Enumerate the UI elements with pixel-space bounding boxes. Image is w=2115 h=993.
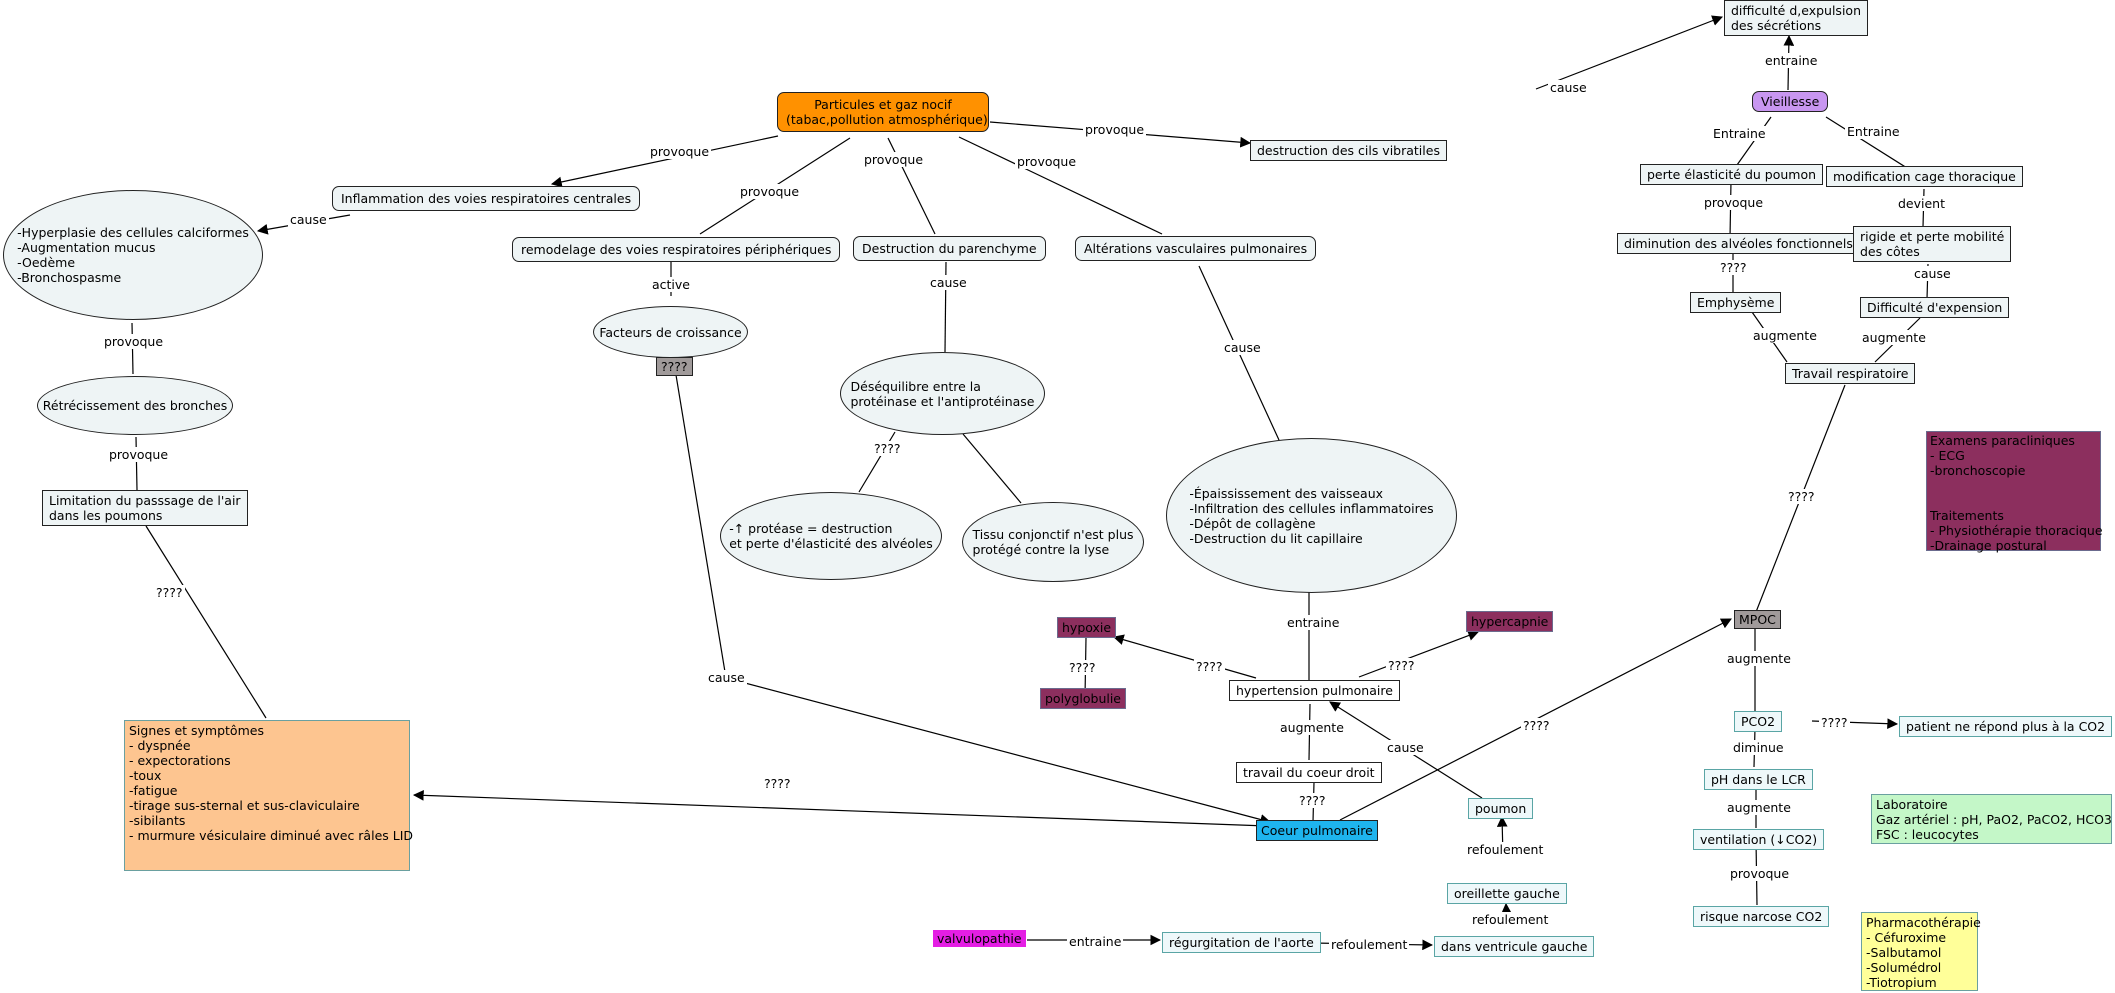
link-label: provoque — [738, 184, 802, 199]
mpoc-node: MPOC — [1734, 610, 1781, 629]
perte-elasticite-node: perte élasticité du poumon — [1640, 164, 1824, 185]
link-label: ???? — [1786, 489, 1817, 504]
link-label: ???? — [1297, 793, 1328, 808]
destruction-cils-node: destruction des cils vibratiles — [1250, 140, 1447, 161]
travail-respiratoire-node: Travail respiratoire — [1785, 363, 1916, 384]
link-label: cause — [928, 275, 969, 290]
link-label: diminue — [1731, 740, 1786, 755]
signes-node: Signes et symptômes - dyspnée - expector… — [124, 720, 413, 871]
link-label: active — [650, 277, 692, 292]
patient-node: patient ne répond plus à la CO2 — [1899, 716, 2113, 737]
oreillette-node: oreillette gauche — [1447, 883, 1567, 904]
emphyseme-node: Emphysème — [1690, 292, 1782, 313]
inflammation-node: Inflammation des voies respiratoires cen… — [332, 186, 641, 211]
ventilation-node: ventilation (↓CO2) — [1693, 829, 1825, 850]
link-label: ???? — [1386, 658, 1417, 673]
link-label: entraine — [1067, 934, 1124, 949]
link-label: cause — [1548, 80, 1589, 95]
link-label: cause — [1912, 266, 1953, 281]
destruction-parenchyme-node: Destruction du parenchyme — [853, 236, 1046, 261]
ventricule-node: dans ventricule gauche — [1434, 936, 1595, 957]
link-label: ???? — [762, 776, 793, 791]
regurgitation-node: régurgitation de l'aorte — [1162, 932, 1321, 953]
link-label: provoque — [102, 334, 166, 349]
diminution-alveoles-node: diminution des alvéoles fonctionnels — [1617, 233, 1860, 254]
link-label: entraine — [1763, 53, 1820, 68]
link-label: ???? — [1819, 715, 1850, 730]
travail-coeur-node: travail du coeur droit — [1236, 762, 1382, 783]
link-label: augmente — [1860, 330, 1928, 345]
link-label: cause — [1222, 340, 1263, 355]
link-label: entraine — [1285, 615, 1342, 630]
alterations-node: Altérations vasculaires pulmonaires — [1075, 236, 1317, 261]
desequilibre-node: Déséquilibre entre la protéinase et l'an… — [840, 352, 1045, 435]
link-label: cause — [288, 212, 329, 227]
link-label: augmente — [1751, 328, 1819, 343]
link-label: augmente — [1725, 800, 1793, 815]
link-label: ???? — [1521, 718, 1552, 733]
retrecissement-node: Rétrécissement des bronches — [37, 376, 233, 435]
link-label: Entraine — [1845, 124, 1902, 139]
tissu-node: Tissu conjonctif n'est plus protégé cont… — [962, 502, 1144, 582]
protease-node: -↑ protéase = destruction et perte d'éla… — [720, 492, 942, 580]
examens-node: Examens paracliniques - ECG -bronchoscop… — [1926, 431, 2103, 553]
remodelage-node: remodelage des voies respiratoires périp… — [512, 237, 841, 262]
link-label: provoque — [1702, 195, 1766, 210]
link-label: provoque — [1083, 122, 1147, 137]
hypercapnie-node: hypercapnie — [1466, 611, 1554, 632]
link-label: refoulement — [1329, 937, 1410, 952]
pharmacotherapie-node: Pharmacothérapie - Céfuroxime -Salbutamo… — [1861, 912, 1981, 991]
facteurs-node: Facteurs de croissance — [593, 306, 748, 358]
link-label: augmente — [1725, 651, 1793, 666]
pco2-node: PCO2 — [1734, 711, 1783, 732]
link-label: ???? — [1194, 659, 1225, 674]
valvulopathie-node: valvulopathie — [933, 930, 1026, 947]
link-label: ???? — [154, 585, 185, 600]
particules-node: Particules et gaz nocif (tabac,pollution… — [777, 92, 989, 132]
link-label: provoque — [1728, 866, 1792, 881]
risque-node: risque narcose CO2 — [1693, 906, 1830, 927]
link-label: refoulement — [1465, 842, 1546, 857]
link-label: provoque — [107, 447, 171, 462]
rigide-node: rigide et perte mobilité des côtes — [1853, 226, 2012, 262]
difficulte-expension-node: Difficulté d'expension — [1860, 297, 2010, 318]
ph-node: pH dans le LCR — [1704, 769, 1813, 790]
link-label: ???? — [1718, 260, 1749, 275]
link-label: augmente — [1278, 720, 1346, 735]
vieillesse-node: Vieillesse — [1752, 91, 1829, 112]
link-label: ???? — [1067, 660, 1098, 675]
modification-cage-node: modification cage thoracique — [1826, 166, 2023, 187]
link-label: provoque — [862, 152, 926, 167]
coeur-pulmonaire-node: Coeur pulmonaire — [1256, 820, 1378, 841]
hypoxie-node: hypoxie — [1057, 617, 1117, 638]
epaississement-node: -Épaississement des vaisseaux -Infiltrat… — [1166, 438, 1457, 593]
polyglobulie-node: polyglobulie — [1040, 688, 1127, 709]
limitation-node: Limitation du passsage de l'air dans les… — [42, 490, 248, 526]
difficulte-expulsion-node: difficulté d,expulsion des sécrétions — [1724, 0, 1868, 36]
link-label: refoulement — [1470, 912, 1551, 927]
link-label: cause — [1385, 740, 1426, 755]
link-label: ???? — [872, 441, 903, 456]
link-label: Entraine — [1711, 126, 1768, 141]
hypertension-node: hypertension pulmonaire — [1229, 680, 1400, 701]
link-label: cause — [706, 670, 747, 685]
link-label: devient — [1896, 196, 1948, 211]
facteurs-unknown-tag: ???? — [656, 357, 693, 376]
link-label: provoque — [648, 144, 712, 159]
laboratoire-node: Laboratoire Gaz artériel : pH, PaO2, PaC… — [1871, 794, 2112, 844]
poumon-node: poumon — [1468, 798, 1534, 819]
hyperplasie-node: -Hyperplasie des cellules calciformes -A… — [3, 190, 263, 320]
link-label: provoque — [1015, 154, 1079, 169]
